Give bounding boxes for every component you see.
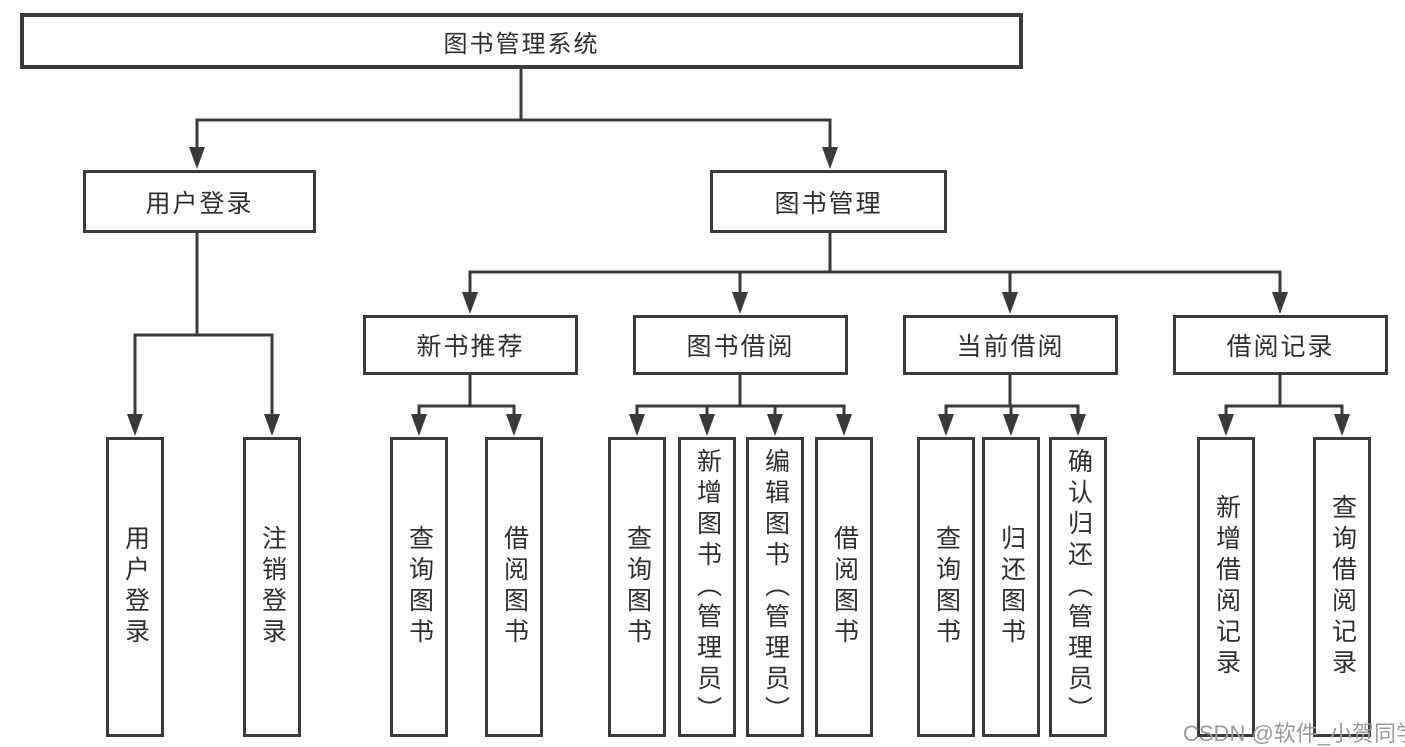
node-label: 图书管理 [774, 189, 883, 218]
node-label: 当前借阅 [956, 333, 1065, 361]
leaf-label: 借阅图书 [500, 525, 529, 649]
leaf-label: 注销登录 [258, 525, 287, 649]
leaf-label: 编辑图书（管理员） [761, 447, 790, 727]
leaf-user-login: 用户登录 [106, 437, 164, 737]
leaf-confirm-return-admin: 确认归还（管理员） [1049, 437, 1107, 737]
leaf-label: 查询图书 [623, 525, 652, 649]
leaf-add-book-admin: 新增图书（管理员） [678, 437, 736, 737]
leaf-query-books-recommend: 查询图书 [390, 437, 448, 737]
node-book-borrowing: 图书借阅 [633, 315, 848, 375]
leaf-edit-book-admin: 编辑图书（管理员） [746, 437, 804, 737]
node-current-borrowing: 当前借阅 [903, 315, 1118, 375]
leaf-label: 用户登录 [121, 525, 150, 649]
node-label: 新书推荐 [416, 333, 525, 361]
arrowheads [127, 147, 1350, 436]
node-new-book-recommend: 新书推荐 [363, 315, 578, 375]
leaf-label: 确认归还（管理员） [1064, 447, 1093, 727]
leaf-label: 查询借阅记录 [1328, 494, 1357, 680]
leaf-label: 归还图书 [997, 525, 1026, 649]
csdn-watermark: CSDN @软件_小贺同学 [1183, 721, 1405, 746]
leaf-return-books: 归还图书 [982, 437, 1040, 737]
leaf-query-books-borrowing: 查询图书 [608, 437, 666, 737]
node-label: 借阅记录 [1226, 333, 1335, 361]
leaf-label: 查询图书 [932, 525, 961, 649]
node-label: 图书借阅 [686, 333, 795, 361]
leaf-label: 借阅图书 [830, 525, 859, 649]
leaf-logout: 注销登录 [243, 437, 301, 737]
leaf-borrow-books-recommend: 借阅图书 [485, 437, 543, 737]
leaf-borrow-books-borrowing: 借阅图书 [815, 437, 873, 737]
node-root-library-system: 图书管理系统 [20, 13, 1023, 69]
node-label: 用户登录 [145, 189, 254, 218]
leaf-label: 新增借阅记录 [1212, 494, 1241, 680]
leaf-query-books-current: 查询图书 [917, 437, 975, 737]
leaf-label: 新增图书（管理员） [693, 447, 722, 727]
leaf-query-borrow-record: 查询借阅记录 [1313, 437, 1371, 737]
node-label: 图书管理系统 [443, 30, 600, 58]
leaf-add-borrow-record: 新增借阅记录 [1197, 437, 1255, 737]
node-user-login: 用户登录 [83, 170, 316, 233]
node-borrowing-records: 借阅记录 [1173, 315, 1388, 375]
node-book-management: 图书管理 [710, 170, 947, 233]
leaf-label: 查询图书 [405, 525, 434, 649]
